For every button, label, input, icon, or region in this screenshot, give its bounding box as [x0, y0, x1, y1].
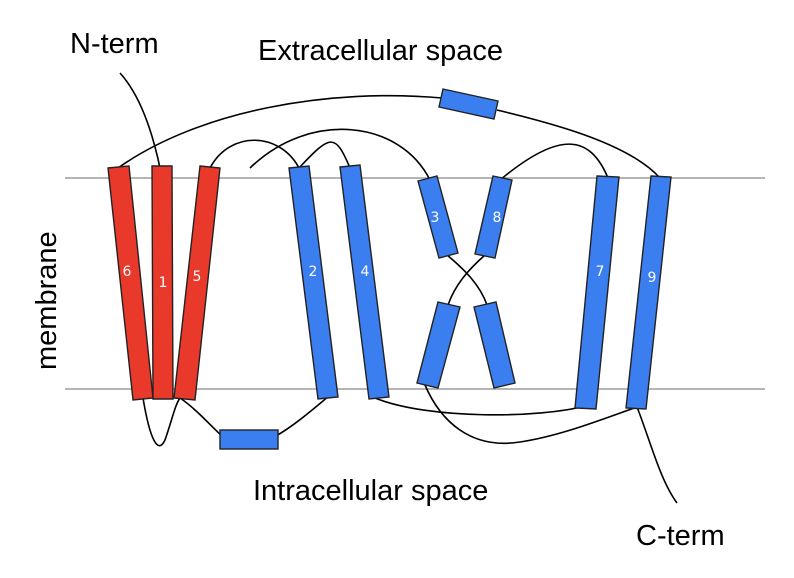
loop-1-to-3 [249, 128, 431, 181]
helix-label-2: 2 [309, 264, 318, 280]
helix-label-1: 1 [159, 275, 168, 291]
helix-label-3: 3 [431, 210, 440, 226]
helix-label-4: 4 [361, 264, 370, 280]
intracellular-label: Intracellular space [253, 475, 488, 507]
helix-3-upper [417, 175, 459, 259]
loop-6-to-extracellular-helix [117, 94, 443, 169]
loop-2-to-4 [298, 141, 351, 169]
extracellular-helix [438, 88, 499, 120]
red-helix-bundle [107, 165, 221, 401]
c-term-tail [636, 406, 678, 504]
blue-helices [219, 88, 672, 450]
loop-3-8-cross-b [447, 254, 486, 306]
c-term-label: C-term [636, 520, 725, 552]
extracellular-label: Extracellular space [258, 35, 503, 67]
loop-4-to-7 [374, 397, 586, 416]
helix-label-9: 9 [648, 270, 657, 286]
helix-1 [151, 165, 174, 400]
loop-3-8-cross-a [446, 254, 488, 306]
intracellular-helix [219, 429, 279, 450]
n-term-label: N-term [70, 28, 159, 60]
loop-5-to-2 [209, 139, 300, 169]
n-term-tail [119, 72, 161, 169]
helix-5 [173, 165, 221, 401]
helix-numbers: 6 1 5 2 4 3 8 7 9 [123, 210, 657, 291]
helix-6 [107, 165, 154, 401]
helix-label-5: 5 [193, 269, 202, 285]
helix-label-7: 7 [596, 264, 605, 280]
helix-9 [625, 175, 672, 410]
helix-3-lower [416, 301, 461, 389]
loop-3b-to-9 [424, 384, 638, 445]
membrane-label: membrane [31, 231, 63, 370]
helix-7 [574, 175, 620, 410]
loops [117, 72, 678, 504]
loop-intracellular-helix-to-2 [275, 395, 330, 437]
helix-8-lower [473, 301, 516, 389]
helix-8-upper [474, 175, 513, 259]
helix-4 [339, 164, 390, 400]
helix-label-6: 6 [123, 264, 132, 280]
loop-extracellular-helix-to-9 [496, 109, 661, 179]
helix-label-8: 8 [493, 210, 502, 226]
loop-8-to-7 [499, 143, 609, 181]
loop-5-to-intracellular-helix [179, 397, 223, 437]
loop-6-1-intracellular [142, 397, 181, 447]
helix-2 [288, 165, 339, 400]
